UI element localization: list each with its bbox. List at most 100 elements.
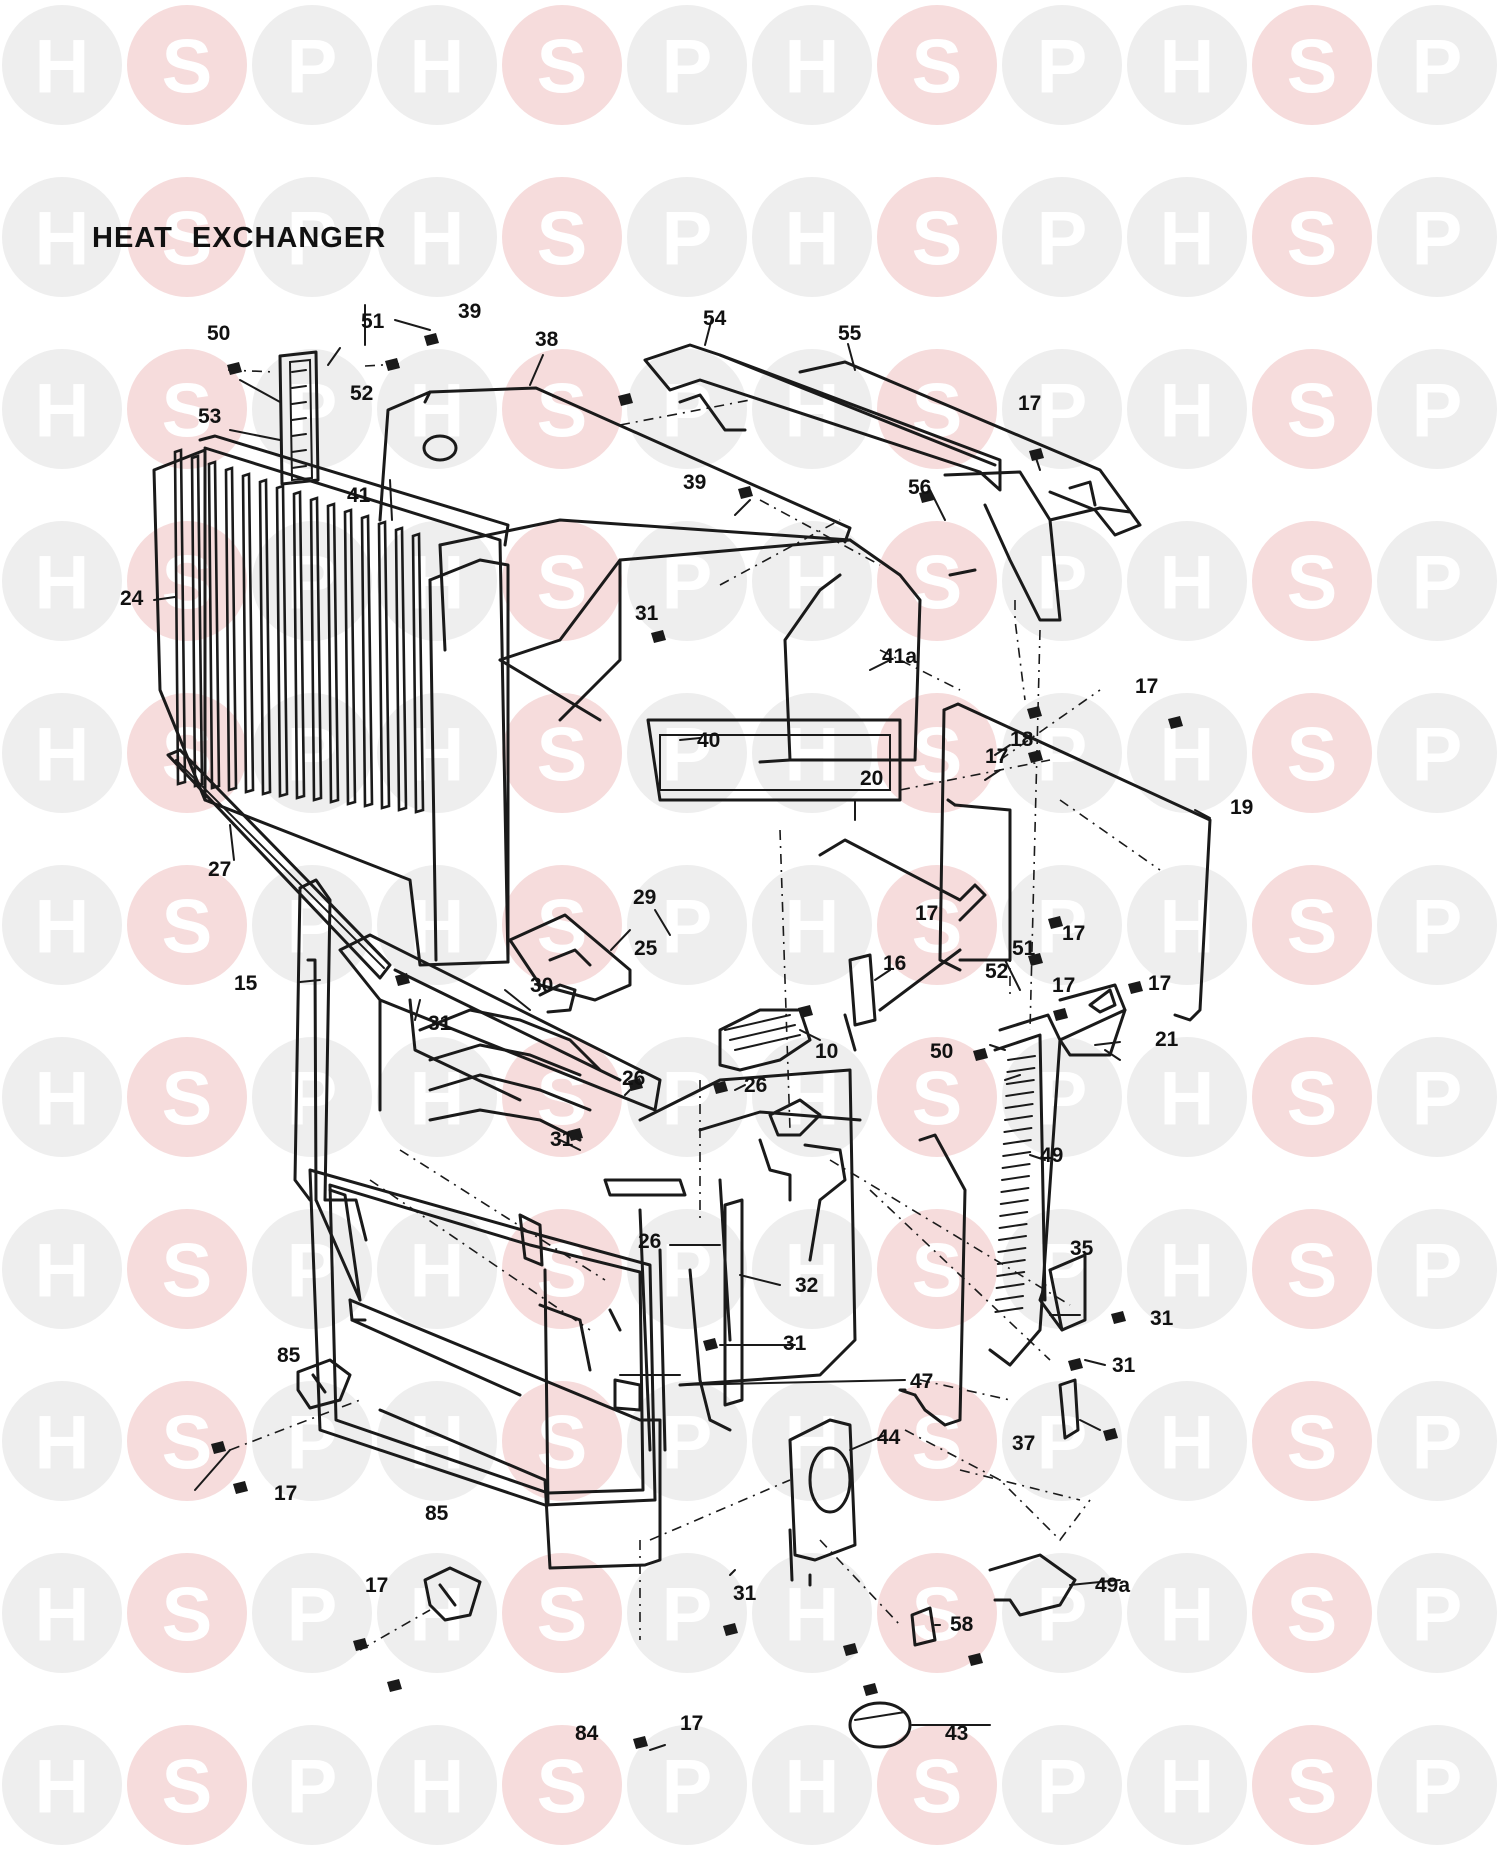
watermark-circle	[2, 1037, 122, 1157]
callout-17: 17	[915, 902, 938, 925]
watermark-circle	[377, 349, 497, 469]
watermark-letter: P	[1412, 1401, 1463, 1486]
watermark-letter: S	[162, 1229, 213, 1314]
watermark-circle	[377, 1725, 497, 1845]
watermark-letter: S	[537, 1401, 588, 1486]
watermark-letter: P	[1037, 1745, 1088, 1830]
watermark-letter: P	[287, 197, 338, 282]
heat-exchanger-fin	[258, 478, 272, 796]
callout-47: 47	[910, 1370, 933, 1393]
part-21-bracket	[1058, 983, 1127, 1057]
watermark-letter: S	[1287, 1229, 1338, 1314]
callout-50: 50	[207, 322, 230, 345]
watermark-circle	[877, 1553, 997, 1673]
watermark-circle	[1377, 1725, 1497, 1845]
callout-56: 56	[908, 476, 931, 499]
callout-leaders	[153, 304, 1211, 1751]
watermark-letter: S	[537, 1573, 588, 1658]
part-27-front-rail	[166, 748, 392, 980]
watermark-letter: S	[162, 197, 213, 282]
watermark-circle	[877, 1209, 997, 1329]
watermark-circle	[127, 1209, 247, 1329]
callout-16: 16	[883, 952, 906, 975]
grille-slot	[1003, 1127, 1033, 1133]
callout-41: 41	[347, 484, 371, 507]
callout-31: 31	[1150, 1307, 1174, 1330]
part-54-55-flue-hood	[643, 343, 1142, 622]
watermark-circle	[627, 1209, 747, 1329]
watermark-circle	[502, 1381, 622, 1501]
screw-icon	[798, 1005, 813, 1018]
watermark-circle	[627, 349, 747, 469]
watermark-letter: P	[662, 197, 713, 282]
watermark-letter: S	[912, 369, 963, 454]
callout-17: 17	[1062, 922, 1085, 945]
watermark-circle	[1002, 1209, 1122, 1329]
watermark-letter: P	[287, 25, 338, 110]
watermark-letter: H	[35, 713, 90, 798]
heat-exchanger-fin	[343, 508, 357, 806]
callout-17: 17	[365, 1574, 388, 1597]
watermark-circle	[252, 1725, 372, 1845]
watermark-letter: P	[287, 1745, 338, 1830]
fasteners	[211, 333, 1183, 1749]
grille-slot	[1005, 1091, 1035, 1097]
callout-50: 50	[930, 1040, 953, 1063]
callout-26: 26	[638, 1230, 661, 1253]
watermark-circle	[1002, 1381, 1122, 1501]
watermark-circle	[752, 5, 872, 125]
watermark-letter: H	[35, 541, 90, 626]
watermark-circle	[1002, 1037, 1122, 1157]
watermark-letter: P	[1412, 1745, 1463, 1830]
watermark-circle	[752, 1725, 872, 1845]
watermark-letter: H	[785, 1573, 840, 1658]
heat-exchanger-fin	[224, 466, 238, 792]
callout-32: 32	[795, 1274, 818, 1297]
watermark-circle	[627, 177, 747, 297]
watermark-circle	[1377, 349, 1497, 469]
grille-slot	[1007, 1055, 1036, 1061]
watermark-letter: P	[662, 885, 713, 970]
watermark-circle	[127, 177, 247, 297]
screw-icon	[387, 1679, 402, 1692]
grille-slot	[999, 1199, 1029, 1205]
watermark-circle	[252, 177, 372, 297]
callout-52: 52	[350, 382, 373, 405]
watermark-letter: S	[162, 885, 213, 970]
screw-icon	[568, 1128, 583, 1141]
watermark-letter: P	[1037, 369, 1088, 454]
watermark-letter: H	[1160, 25, 1215, 110]
watermark-letter: P	[1412, 541, 1463, 626]
watermark-letter: S	[537, 541, 588, 626]
part-53-vent-strip	[278, 350, 320, 486]
watermark-circle	[1377, 1553, 1497, 1673]
watermark-circle	[1002, 5, 1122, 125]
watermark-letter: P	[1412, 197, 1463, 282]
watermark-circle	[502, 5, 622, 125]
watermark-letter: H	[1160, 1745, 1215, 1830]
watermark-circle	[1377, 693, 1497, 813]
callout-17: 17	[1018, 392, 1041, 415]
watermark-letter: P	[1037, 1573, 1088, 1658]
screw-icon	[1068, 1358, 1083, 1371]
callout-41a: 41a	[882, 645, 917, 668]
callout-17: 17	[1135, 675, 1158, 698]
watermark-circle	[2, 1553, 122, 1673]
watermark-circle	[2, 177, 122, 297]
watermark-circle	[1127, 1553, 1247, 1673]
watermark-letter: S	[162, 1573, 213, 1658]
watermark-letter: S	[1287, 713, 1338, 798]
heat-exchanger-fin	[394, 526, 408, 812]
watermark-circle	[1127, 1725, 1247, 1845]
heat-exchanger-fin	[207, 460, 221, 790]
watermark-circle	[2, 1209, 122, 1329]
screw-icon	[1028, 953, 1043, 966]
part-35-37-49a-brackets	[988, 1253, 1087, 1617]
heat-exchanger-fin	[360, 514, 374, 808]
callout-51: 51	[361, 310, 385, 333]
watermark-letter: P	[662, 713, 713, 798]
watermark-circle	[377, 177, 497, 297]
watermark-circle	[752, 1381, 872, 1501]
screw-icon	[385, 358, 400, 371]
part-85-hinge-brackets	[296, 1358, 482, 1622]
